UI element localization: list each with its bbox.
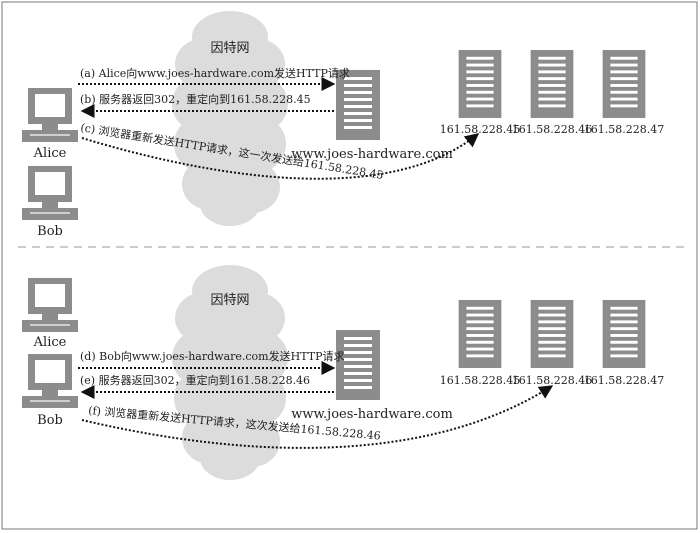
cloud-label-top: 因特网 [210, 41, 249, 56]
bob-label-top: Bob [37, 224, 63, 239]
server-icon-47-bottom [602, 300, 646, 368]
top-panel: 因特网 Alice Bob www.joes-hardware.com 161.… [22, 11, 664, 239]
arrow-a-label: (a) Alice向www.joes-hardware.com发送HTTP请求 [80, 66, 350, 80]
bob-label-bottom: Bob [37, 413, 63, 428]
bottom-panel: 因特网 Alice Bob www.joes-hardware.com 161.… [22, 265, 664, 480]
ip-label-45-bottom: 161.58.228.45 [440, 374, 520, 387]
server-icon-45-bottom [458, 300, 502, 368]
main-server-icon-bottom [336, 330, 380, 400]
arrow-d-label: (d) Bob向www.joes-hardware.com发送HTTP请求 [80, 349, 344, 363]
alice-computer-icon [22, 88, 78, 142]
server-icon-45-top [458, 50, 502, 118]
server-hostname-bottom: www.joes-hardware.com [291, 407, 453, 422]
arrow-c [81, 133, 480, 180]
alice-computer-icon-bottom [22, 278, 78, 332]
server-icon-46-top [530, 50, 574, 118]
main-server-icon-top [336, 70, 380, 140]
server-icon-46-bottom [530, 300, 574, 368]
ip-label-47-bottom: 161.58.228.47 [584, 374, 664, 387]
ip-label-46-top: 161.58.228.46 [512, 123, 592, 136]
alice-label-bottom: Alice [33, 335, 67, 350]
ip-label-46-bottom: 161.58.228.46 [512, 374, 592, 387]
ip-label-47-top: 161.58.228.47 [584, 123, 664, 136]
server-hostname-top: www.joes-hardware.com [291, 147, 453, 162]
server-icon-47-top [602, 50, 646, 118]
bob-computer-icon-bottom [22, 354, 78, 408]
arrow-f [81, 385, 554, 449]
alice-label-top: Alice [33, 146, 67, 161]
ip-label-45-top: 161.58.228.45 [440, 123, 520, 136]
arrow-e-label: (e) 服务器返回302，重定向到161.58.228.46 [80, 373, 310, 387]
bob-computer-icon [22, 166, 78, 220]
cloud-label-bottom: 因特网 [210, 293, 249, 308]
arrow-b-label: (b) 服务器返回302，重定向到161.58.228.45 [80, 92, 311, 106]
